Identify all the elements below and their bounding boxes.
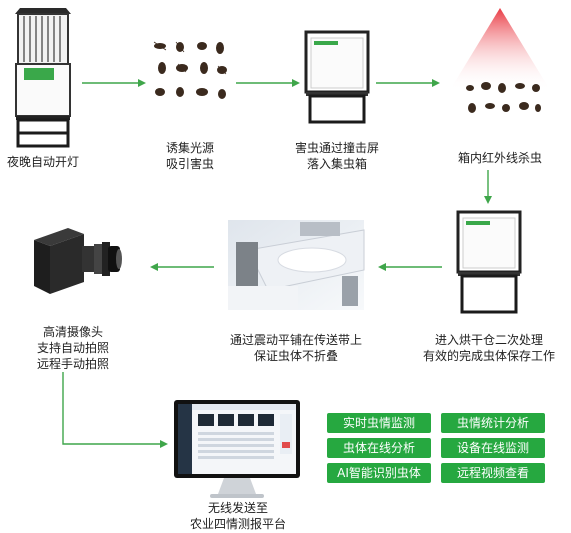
step-lure-label: 诱集光源 吸引害虫 <box>165 141 214 171</box>
step-night-light-label: 夜晚自动开灯 <box>6 155 79 169</box>
conveyor-photo <box>228 220 365 310</box>
feature-badge-remote-video: 远程视频查看 <box>441 463 545 483</box>
infrared-insects-icon <box>450 8 550 113</box>
arrow-icon <box>376 79 440 87</box>
step-conveyor-label: 通过震动平铺在传送带上 保证虫体不折叠 <box>229 333 362 363</box>
step-camera-label: 高清摄像头 支持自动拍照 远程手动拍照 <box>36 325 109 371</box>
insects-icon <box>153 41 227 99</box>
arrow-icon <box>62 372 168 448</box>
feature-badge-online-analysis: 虫体在线分析 <box>327 438 431 458</box>
impact-screen-icon <box>304 30 370 124</box>
arrow-icon <box>82 79 146 87</box>
arrow-icon <box>236 79 300 87</box>
feature-badge-realtime-monitoring: 实时虫情监测 <box>327 413 431 433</box>
feature-badge-device-monitoring: 设备在线监测 <box>441 438 545 458</box>
step-platform-label: 无线发送至 农业四情测报平台 <box>189 501 286 531</box>
monitor-icon <box>174 400 300 498</box>
camera-icon <box>34 228 122 294</box>
arrow-icon <box>150 263 214 271</box>
feature-badge-ai-recognition: AI智能识别虫体 <box>327 463 431 483</box>
arrow-icon <box>378 263 442 271</box>
insect-trap-device-icon <box>15 8 71 148</box>
step-impact-label: 害虫通过撞击屏 落入集虫箱 <box>294 141 379 171</box>
step-dryer-label: 进入烘干仓二次处理 有效的完成虫体保存工作 <box>422 333 555 363</box>
feature-badge-statistics-analysis: 虫情统计分析 <box>441 413 545 433</box>
arrow-icon <box>484 170 492 204</box>
step-infrared-label: 箱内红外线杀虫 <box>457 151 542 165</box>
dryer-device-icon <box>456 210 522 314</box>
